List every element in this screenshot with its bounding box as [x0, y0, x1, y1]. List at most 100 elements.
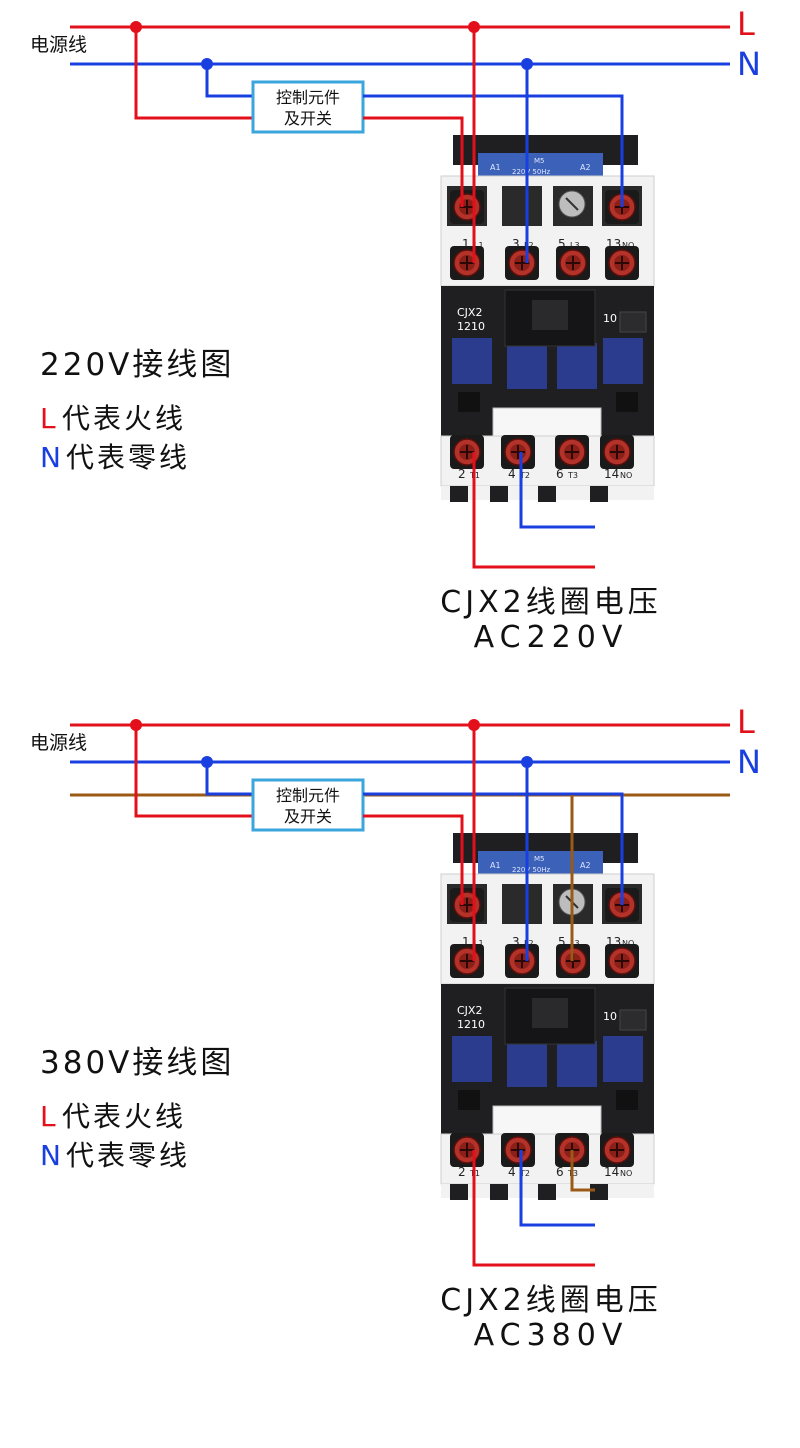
svg-text:L3: L3: [570, 241, 580, 250]
coil-a1-wire: [363, 814, 464, 905]
nameplate: [478, 851, 603, 875]
svg-text:NO: NO: [622, 939, 634, 948]
junction-dot: [201, 756, 213, 768]
terminal-screw: [450, 888, 484, 922]
legend-l-letter: L: [40, 1100, 56, 1133]
junction-dot: [468, 21, 480, 33]
adjust-screw: [558, 190, 586, 218]
terminal-screw: [450, 435, 484, 469]
terminal-screw: [600, 1133, 634, 1167]
t3-output-wire: [570, 1150, 595, 1192]
svg-text:5: 5: [558, 237, 566, 251]
svg-text:T2: T2: [519, 471, 530, 480]
blue-pad: [452, 338, 492, 384]
coil-a2-wire: [363, 792, 624, 905]
coil-a2-wire: [363, 94, 624, 207]
live-to-control-wire: [134, 725, 253, 818]
power-line-label: 电源线: [30, 732, 87, 754]
legend-n-letter: N: [40, 1139, 61, 1172]
diagram-title: 220V接线图: [40, 347, 234, 383]
terminal-screw: [555, 435, 589, 469]
svg-text:L2: L2: [524, 939, 534, 948]
power-line-label: 电源线: [30, 34, 87, 56]
coil-caption: CJX2线圈电压: [440, 585, 661, 620]
svg-text:3: 3: [512, 935, 520, 949]
svg-text:1210: 1210: [457, 1018, 485, 1031]
terminal-screw: [605, 944, 639, 978]
legend-l-text: 代表火线: [62, 1100, 186, 1133]
live-to-control-wire: [134, 27, 253, 120]
terminal-screw: [505, 246, 539, 280]
t2-output-wire: [519, 1150, 595, 1227]
t1-output-wire: [472, 452, 595, 569]
svg-text:14: 14: [604, 467, 619, 481]
terminal-screw: [501, 1133, 535, 1167]
svg-text:L3: L3: [570, 939, 580, 948]
t2-output-wire: [519, 452, 595, 529]
nameplate: [478, 153, 603, 177]
svg-text:14: 14: [604, 1165, 619, 1179]
svg-text:M5: M5: [534, 855, 545, 863]
svg-text:A1: A1: [490, 163, 501, 172]
svg-text:A1: A1: [490, 861, 501, 870]
legend-n-text: 代表零线: [66, 441, 190, 474]
t1-output-wire: [472, 1150, 595, 1267]
diagram-title: 380V接线图: [40, 1045, 234, 1081]
terminal-screw: [450, 1133, 484, 1167]
svg-text:NO: NO: [620, 1169, 632, 1178]
junction-dot: [130, 719, 142, 731]
blue-pad: [603, 338, 643, 384]
svg-text:10: 10: [603, 1010, 617, 1023]
junction-dot: [130, 21, 142, 33]
terminal-screw: [450, 190, 484, 224]
neutral-to-control-wire: [205, 64, 253, 98]
svg-text:T2: T2: [519, 1169, 530, 1178]
blue-pad: [557, 343, 597, 389]
blue-pad: [557, 1041, 597, 1087]
svg-text:控制元件: 控制元件: [276, 786, 340, 805]
blue-pad: [603, 1036, 643, 1082]
blue-pad: [507, 343, 547, 389]
svg-text:CJX2: CJX2: [457, 306, 482, 319]
svg-text:10: 10: [603, 312, 617, 325]
terminal-screw: [450, 944, 484, 978]
svg-text:A2: A2: [580, 861, 591, 870]
terminal-screw: [501, 435, 535, 469]
svg-text:L1: L1: [474, 939, 484, 948]
svg-text:L2: L2: [524, 241, 534, 250]
svg-text:T3: T3: [567, 471, 578, 480]
coil-voltage: AC380V: [474, 1318, 629, 1353]
svg-text:M5: M5: [534, 157, 545, 165]
svg-text:6: 6: [556, 467, 564, 481]
junction-dot: [201, 58, 213, 70]
svg-text:5: 5: [558, 935, 566, 949]
legend-l-letter: L: [40, 402, 56, 435]
svg-text:4: 4: [508, 467, 516, 481]
blue-pad: [452, 1036, 492, 1082]
svg-text:220V 50Hz: 220V 50Hz: [512, 168, 551, 176]
junction-dot: [521, 58, 533, 70]
terminal-screw: [556, 246, 590, 280]
l-label: L: [737, 703, 755, 741]
svg-text:NO: NO: [620, 471, 632, 480]
svg-text:A2: A2: [580, 163, 591, 172]
coil-caption: CJX2线圈电压: [440, 1283, 661, 1318]
svg-text:1210: 1210: [457, 320, 485, 333]
svg-text:1: 1: [462, 935, 470, 949]
svg-text:220V 50Hz: 220V 50Hz: [512, 866, 551, 874]
legend-n-text: 代表零线: [66, 1139, 190, 1172]
terminal-screw: [605, 246, 639, 280]
junction-dot: [468, 719, 480, 731]
n-label: N: [737, 45, 761, 83]
legend-n-letter: N: [40, 441, 61, 474]
n-label: N: [737, 743, 761, 781]
svg-text:3: 3: [512, 237, 520, 251]
legend-l-text: 代表火线: [62, 402, 186, 435]
coil-voltage: AC220V: [474, 620, 629, 655]
svg-text:L1: L1: [474, 241, 484, 250]
